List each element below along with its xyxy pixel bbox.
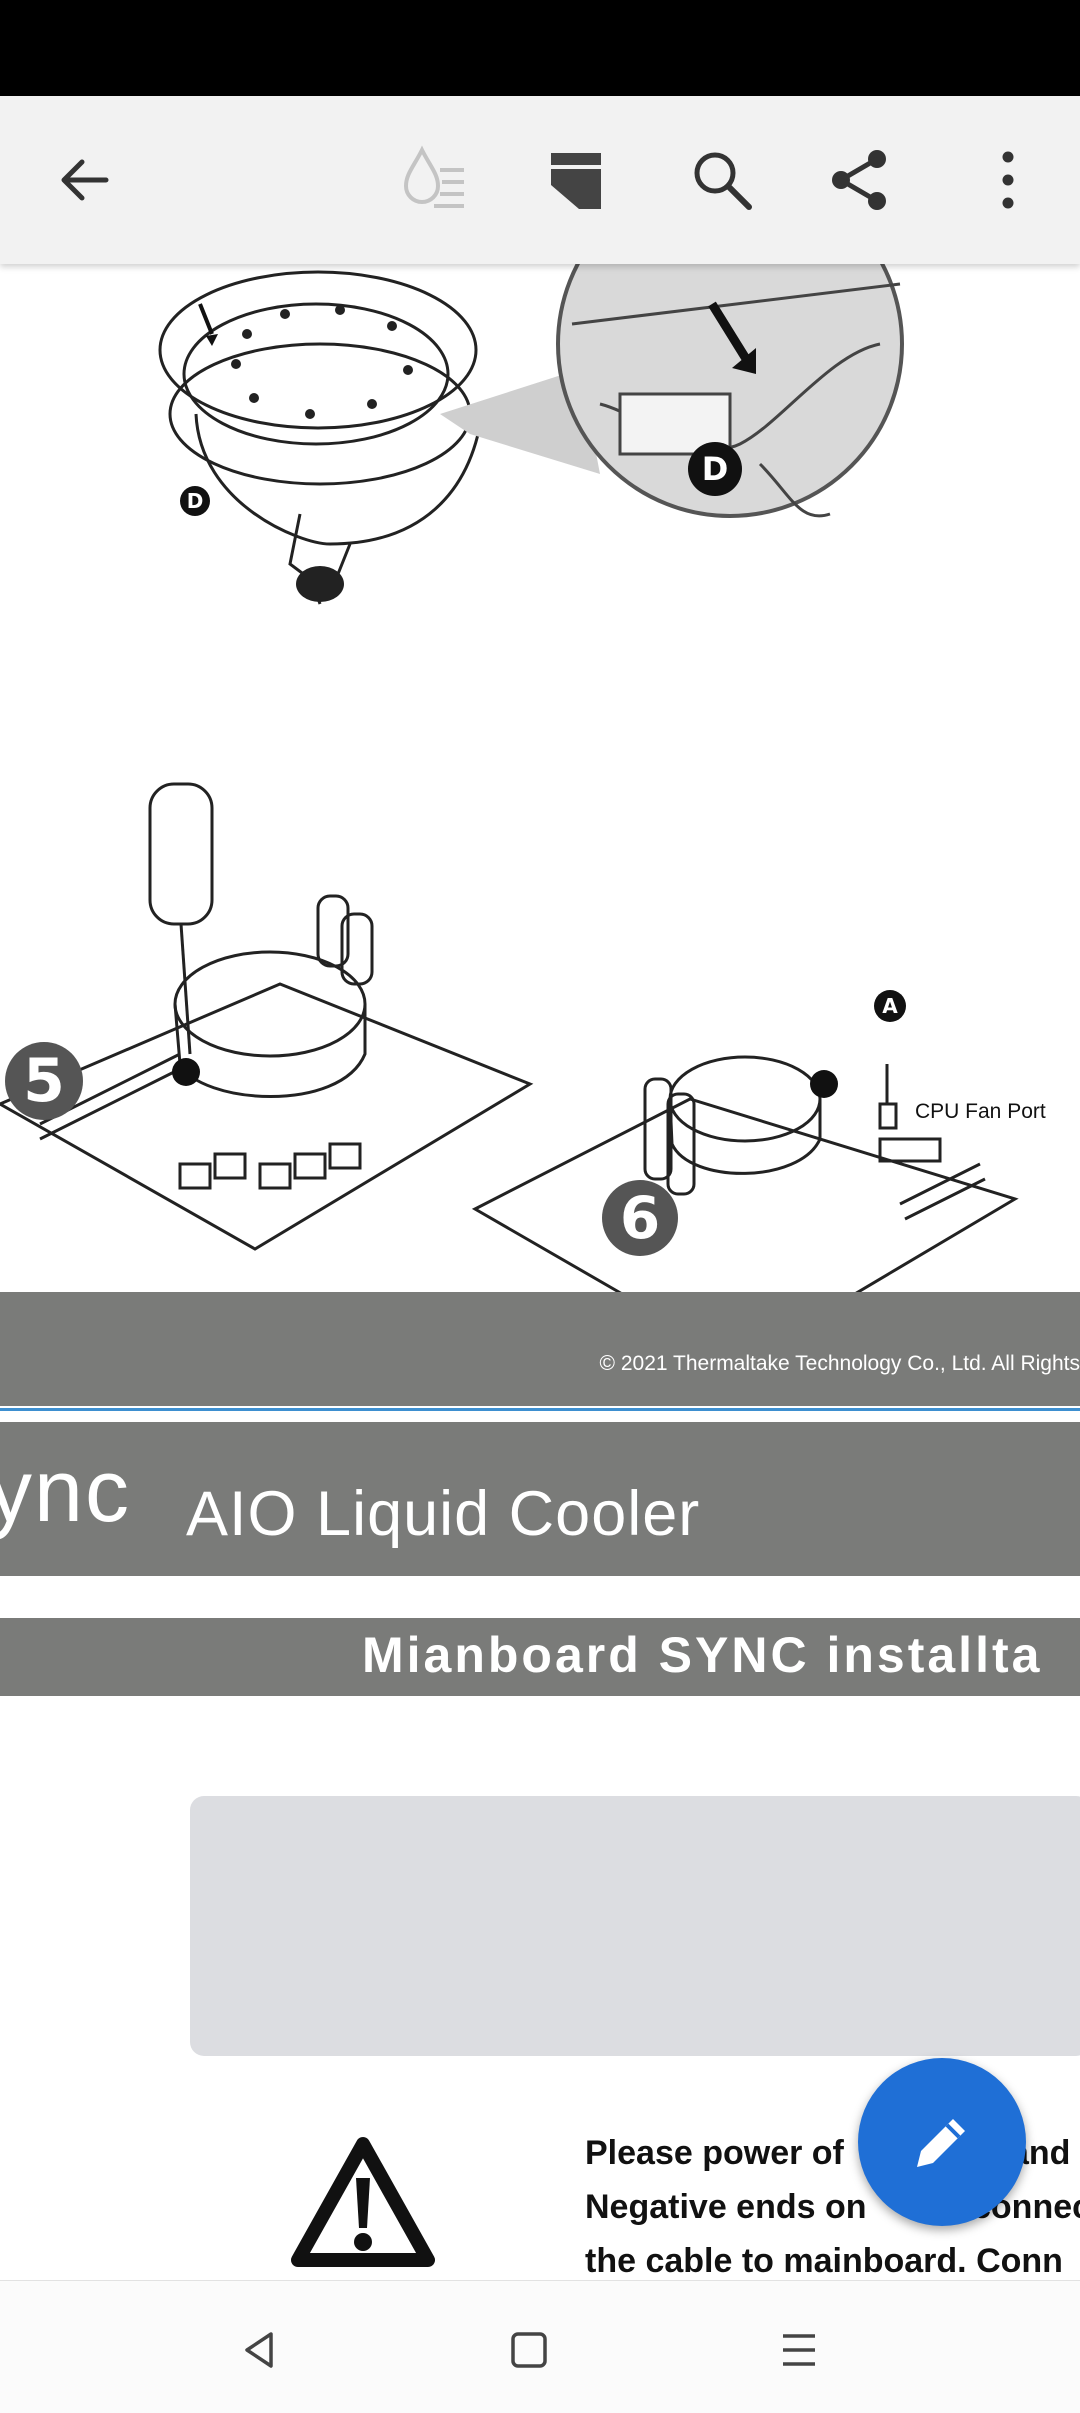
back-button[interactable]	[34, 130, 134, 230]
section-band	[0, 1618, 1080, 1696]
nav-back-button[interactable]	[214, 2305, 304, 2395]
warning-triangle-icon	[291, 2137, 435, 2267]
step-5-number: 5	[5, 1042, 83, 1120]
square-home-icon	[511, 2332, 547, 2368]
step-6-number: 6	[602, 1180, 678, 1256]
copyright-text: © 2021 Thermaltake Technology Co., Ltd. …	[599, 1352, 1080, 1375]
brand-name-fragment: ync	[0, 1441, 131, 1540]
pencil-icon	[917, 2119, 965, 2167]
bookmark-icon	[551, 153, 601, 209]
cpu-fan-port-label: CPU Fan Port	[915, 1100, 1046, 1123]
page-boundary-line	[0, 1408, 1080, 1411]
warning-line-1: Please power of	[585, 2134, 844, 2172]
status-bar	[0, 0, 1080, 96]
arrow-left-icon	[61, 159, 109, 201]
menu-lines-icon	[783, 2334, 815, 2366]
share-icon	[832, 150, 886, 210]
search-icon	[694, 152, 752, 210]
warning-line-3: the cable to mainboard. Conn	[585, 2242, 1063, 2280]
droplet-list-icon	[403, 145, 464, 208]
edit-fab-button[interactable]	[858, 2058, 1026, 2226]
system-navigation-bar	[0, 2280, 1080, 2413]
callout-a: A	[874, 990, 906, 1022]
triangle-back-icon	[245, 2332, 273, 2368]
reflow-button[interactable]	[384, 130, 484, 230]
more-vertical-icon	[1002, 151, 1014, 209]
share-button[interactable]	[810, 130, 910, 230]
bookmark-button[interactable]	[526, 130, 626, 230]
callout-d-zoom: D	[688, 442, 742, 496]
section-title: Mianboard SYNC installta	[362, 1627, 1043, 1683]
installation-illustration	[0, 264, 1019, 1364]
more-options-button[interactable]	[958, 130, 1058, 230]
nav-home-button[interactable]	[484, 2305, 574, 2395]
callout-d-top: D	[180, 486, 210, 516]
page-footer-band	[0, 1292, 1080, 1406]
search-button[interactable]	[672, 130, 772, 230]
warning-box	[190, 1796, 1080, 2056]
pdf-toolbar	[0, 96, 1080, 264]
nav-menu-button[interactable]	[754, 2305, 844, 2395]
product-title: AIO Liquid Cooler	[186, 1479, 701, 1549]
warning-line-2: Negative ends on	[585, 2188, 867, 2226]
title-band	[0, 1422, 1080, 1576]
